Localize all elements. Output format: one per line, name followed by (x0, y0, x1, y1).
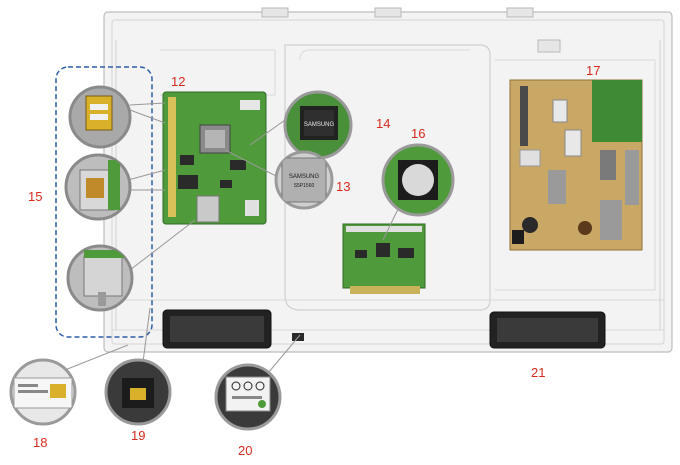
callout-16: 16 (411, 126, 426, 141)
chip14-brand: SAMSUNG (304, 122, 335, 128)
callout-12: 12 (171, 74, 186, 89)
callout-17: 17 (586, 63, 601, 78)
chip-icon (381, 143, 455, 217)
callout-20: 20 (238, 443, 253, 458)
label-sticker-icon (9, 358, 77, 426)
connector-icon (64, 153, 132, 221)
power-board-icon (509, 79, 643, 251)
callout-15: 15 (28, 189, 43, 204)
connector-group-outline (55, 66, 153, 338)
speaker-icon (162, 309, 606, 349)
wifi-module-icon (214, 363, 282, 431)
chip-icon: SAMSUNG (283, 90, 353, 160)
chip13-brand: SAMSUNG (289, 174, 320, 180)
chip-icon: SAMSUNG S5P1560 (274, 150, 334, 210)
ir-sensor-icon (104, 358, 172, 426)
callout-19: 19 (131, 428, 146, 443)
tuner-icon (66, 244, 134, 312)
tcon-board-icon (342, 223, 426, 294)
chip13-code: S5P1560 (294, 183, 315, 189)
connector-icon (68, 85, 132, 149)
main-board-icon (162, 91, 267, 225)
callout-21: 21 (531, 365, 546, 380)
leader-lines (59, 102, 401, 374)
callout-14: 14 (376, 116, 391, 131)
callout-13: 13 (336, 179, 351, 194)
callout-18: 18 (33, 435, 48, 450)
